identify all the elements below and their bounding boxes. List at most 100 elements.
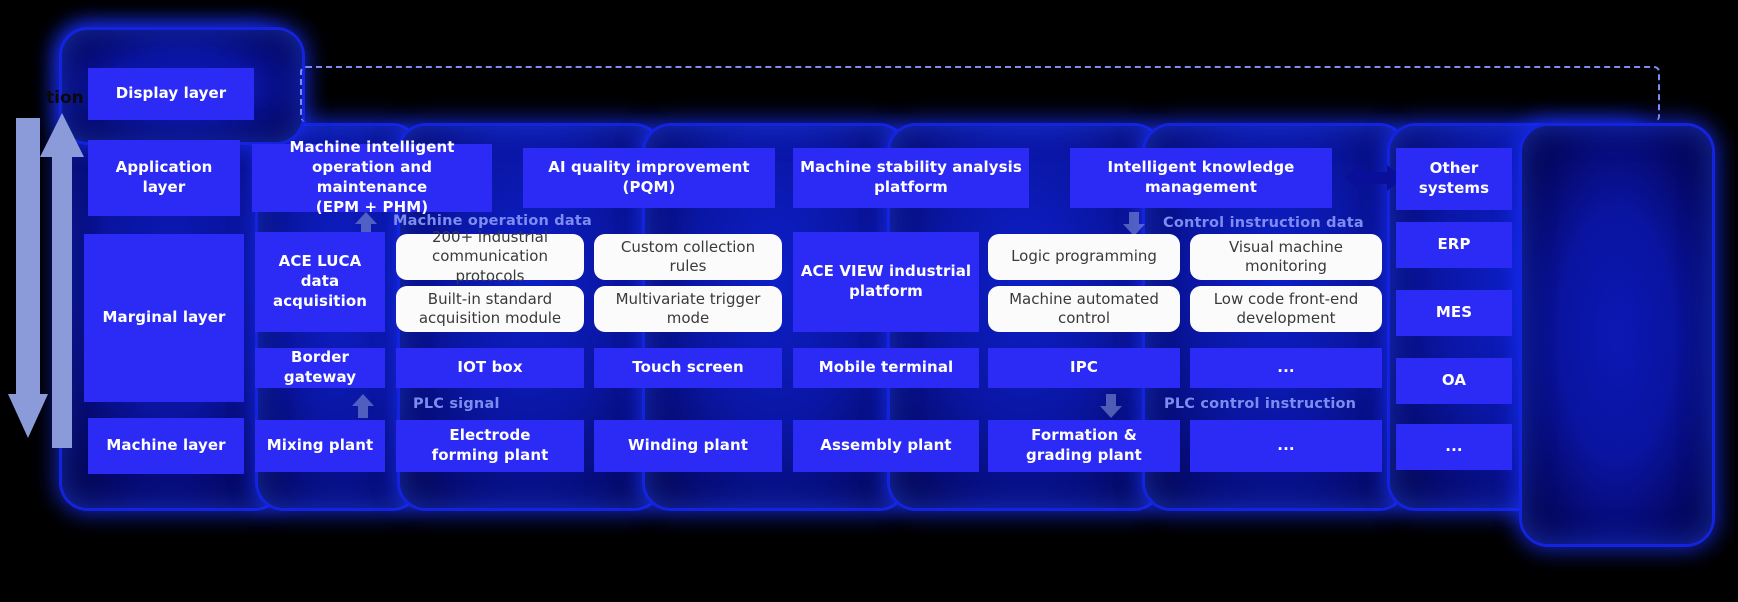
app-card-knowledge[interactable]: Intelligent knowledge management xyxy=(1070,148,1332,208)
flow-label-plc-control-instruction: PLC control instruction xyxy=(1164,396,1357,412)
flow-label-plc-signal: PLC signal xyxy=(413,396,500,412)
feature-card-protocols[interactable]: 200+ industrial communication protocols xyxy=(396,228,584,285)
marginal-platform-ace-luca[interactable]: ACE LUCA data acquisition xyxy=(255,232,385,332)
machine-card-electrode-forming-line2: forming plant xyxy=(431,446,549,464)
feature-card-automated-control-line1: Machine automated xyxy=(1009,289,1159,308)
machine-card-mixing-plant[interactable]: Mixing plant xyxy=(255,420,385,472)
right-card-other-systems-line1: Other xyxy=(1429,159,1479,178)
right-card-other-systems-line2: systems xyxy=(1418,179,1490,197)
machine-card-formation-grading[interactable]: Formation & grading plant xyxy=(988,420,1180,472)
feature-card-custom-collection[interactable]: Custom collection rules xyxy=(594,234,782,280)
feature-card-multivariate-trigger[interactable]: Multivariate trigger mode xyxy=(594,286,782,332)
app-card-ai-quality-line1: AI quality improvement xyxy=(548,158,750,177)
machine-card-winding-plant-line1: Winding plant xyxy=(627,436,749,455)
machine-card-more-line1: ... xyxy=(1277,436,1295,455)
marginal-platform-ace-luca-line1: ACE LUCA data xyxy=(278,252,362,291)
app-card-intelligent-om[interactable]: Machine intelligent operation and mainte… xyxy=(252,138,492,216)
device-card-border-gateway-text: Border gateway xyxy=(283,348,357,386)
layer-label-application-text2: layer xyxy=(142,178,186,196)
flow-arrow-up-plc-signal xyxy=(352,394,374,418)
flow-arrow-up-machine-data xyxy=(355,212,377,236)
right-card-mes-text: MES xyxy=(1435,303,1473,322)
layer-label-application[interactable]: Application layer xyxy=(88,140,240,216)
marginal-platform-ace-view-line2: platform xyxy=(849,282,923,300)
right-card-erp[interactable]: ERP xyxy=(1396,222,1512,268)
right-card-other-systems[interactable]: Other systems xyxy=(1396,148,1512,210)
app-card-knowledge-line1: Intelligent knowledge xyxy=(1107,158,1295,177)
feature-card-logic-programming[interactable]: Logic programming xyxy=(988,234,1180,280)
app-card-knowledge-line2: management xyxy=(1144,178,1258,196)
feature-card-custom-collection-line2: rules xyxy=(669,257,707,275)
feature-card-visual-monitoring-line1: Visual machine xyxy=(1228,237,1343,256)
app-card-intelligent-om-line3: (EPM + PHM) xyxy=(315,197,429,216)
layer-label-machine[interactable]: Machine layer xyxy=(88,418,244,474)
right-card-more[interactable]: ... xyxy=(1396,424,1512,470)
feature-card-multivariate-trigger-line2: mode xyxy=(666,309,710,327)
device-card-more-text: ... xyxy=(1277,358,1295,377)
downward-flow-arrow xyxy=(8,118,48,438)
app-card-stability-line1: Machine stability analysis xyxy=(800,158,1022,177)
glow-panel-right-column xyxy=(1522,126,1712,544)
marginal-platform-ace-luca-line2: acquisition xyxy=(272,291,368,310)
device-card-touch-screen[interactable]: Touch screen xyxy=(594,348,782,388)
feature-card-builtin-module-line2: acquisition module xyxy=(418,309,562,327)
device-card-more[interactable]: ... xyxy=(1190,348,1382,388)
flow-label-machine-operation-data: Machine operation data xyxy=(393,213,592,229)
marginal-platform-ace-view[interactable]: ACE VIEW industrial platform xyxy=(793,232,979,332)
app-card-ai-quality[interactable]: AI quality improvement (PQM) xyxy=(523,148,775,208)
right-card-erp-text: ERP xyxy=(1437,235,1471,254)
machine-card-electrode-forming-line1: Electrode xyxy=(449,426,531,445)
feature-card-protocols-line2: communication protocols xyxy=(431,247,548,285)
upward-flow-arrow xyxy=(40,113,84,448)
feature-card-custom-collection-line1: Custom collection xyxy=(620,237,756,256)
layer-label-application-text: Application xyxy=(115,158,213,177)
feature-card-automated-control-line2: control xyxy=(1058,309,1110,327)
flow-label-control-instruction-data: Control instruction data xyxy=(1163,215,1364,231)
machine-card-assembly-plant[interactable]: Assembly plant xyxy=(793,420,979,472)
device-card-iot-box-text: IOT box xyxy=(457,358,523,377)
feature-card-lowcode-frontend[interactable]: Low code front-end development xyxy=(1190,286,1382,332)
app-card-stability-line2: platform xyxy=(874,178,948,196)
marginal-platform-ace-view-line1: ACE VIEW industrial xyxy=(800,262,972,281)
feature-card-automated-control[interactable]: Machine automated control xyxy=(988,286,1180,332)
bidirectional-link-arrow xyxy=(1345,165,1403,191)
device-card-border-gateway[interactable]: Border gateway xyxy=(255,348,385,388)
app-card-ai-quality-line2: (PQM) xyxy=(622,178,676,196)
feature-card-protocols-line1: 200+ industrial xyxy=(431,227,549,246)
device-card-mobile-terminal-text: Mobile terminal xyxy=(818,358,954,377)
machine-card-more[interactable]: ... xyxy=(1190,420,1382,472)
feature-card-builtin-module[interactable]: Built-in standard acquisition module xyxy=(396,286,584,332)
machine-card-mixing-plant-line1: Mixing plant xyxy=(266,436,374,455)
right-card-more-text: ... xyxy=(1445,437,1463,456)
right-card-oa[interactable]: OA xyxy=(1396,358,1512,404)
machine-card-formation-grading-line2: grading plant xyxy=(1026,446,1142,464)
machine-card-assembly-plant-line1: Assembly plant xyxy=(820,436,952,455)
flow-arrow-down-plc-control xyxy=(1100,394,1122,418)
cropped-title-fragment: tion xyxy=(46,88,84,108)
device-card-ipc-text: IPC xyxy=(1070,358,1098,377)
layer-label-display-text: Display layer xyxy=(115,84,227,103)
device-card-touch-screen-text: Touch screen xyxy=(632,358,744,377)
right-card-oa-text: OA xyxy=(1441,371,1467,390)
device-card-ipc[interactable]: IPC xyxy=(988,348,1180,388)
machine-card-electrode-forming[interactable]: Electrode forming plant xyxy=(396,420,584,472)
feature-card-multivariate-trigger-line1: Multivariate trigger xyxy=(615,289,761,308)
layer-label-machine-text: Machine layer xyxy=(106,436,226,455)
layer-label-marginal[interactable]: Marginal layer xyxy=(84,234,244,402)
app-card-intelligent-om-line2: operation and maintenance xyxy=(311,158,433,196)
feature-card-builtin-module-line1: Built-in standard xyxy=(427,289,553,308)
feature-card-visual-monitoring-line2: monitoring xyxy=(1245,257,1327,275)
app-card-stability[interactable]: Machine stability analysis platform xyxy=(793,148,1029,208)
right-card-mes[interactable]: MES xyxy=(1396,290,1512,336)
layer-label-marginal-text: Marginal layer xyxy=(102,308,226,327)
flow-arrow-down-control-data xyxy=(1123,212,1145,236)
feature-card-lowcode-frontend-line2: development xyxy=(1236,309,1336,327)
layer-label-display[interactable]: Display layer xyxy=(88,68,254,120)
feature-card-visual-monitoring[interactable]: Visual machine monitoring xyxy=(1190,234,1382,280)
machine-card-winding-plant[interactable]: Winding plant xyxy=(594,420,782,472)
device-card-mobile-terminal[interactable]: Mobile terminal xyxy=(793,348,979,388)
device-card-iot-box[interactable]: IOT box xyxy=(396,348,584,388)
feature-card-logic-programming-line1: Logic programming xyxy=(1011,247,1157,266)
dashed-connector-top xyxy=(300,66,1660,122)
